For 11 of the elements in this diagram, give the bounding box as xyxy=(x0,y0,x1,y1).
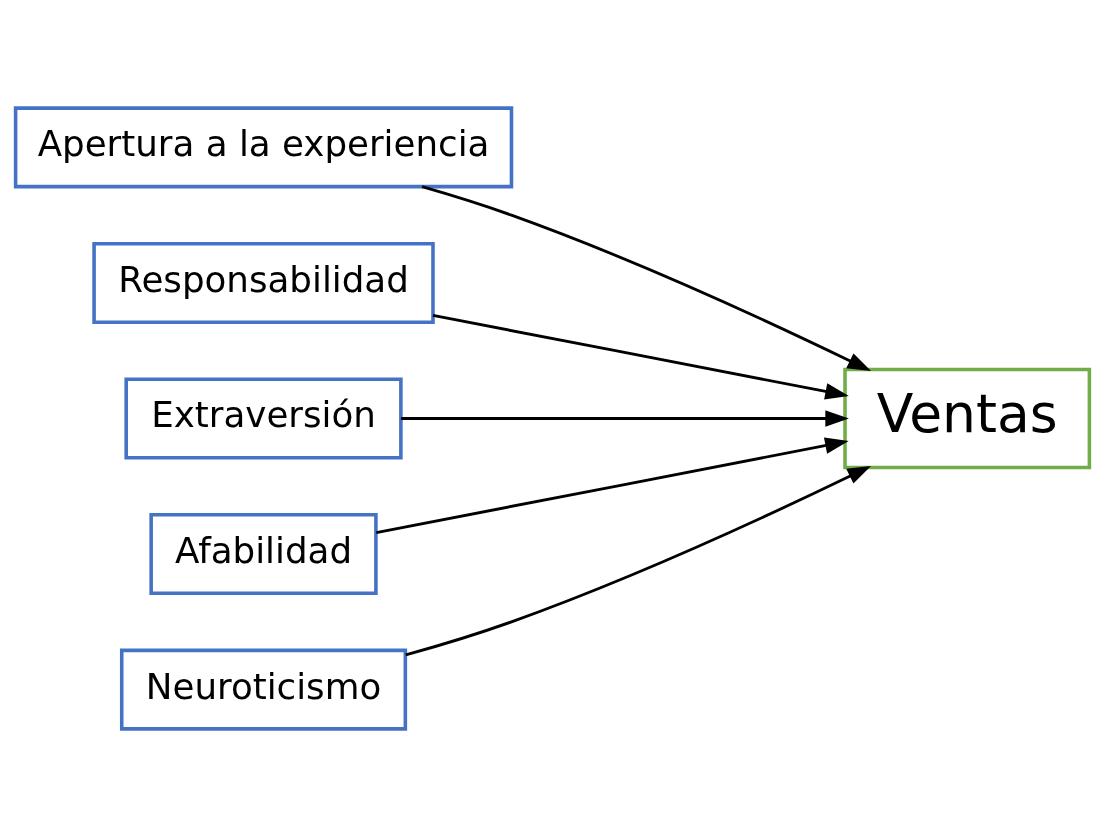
node-box: Afabilidad xyxy=(149,512,378,595)
arrow xyxy=(432,313,849,400)
node-box: Apertura a la experiencia xyxy=(13,105,514,188)
arrow xyxy=(401,409,849,427)
node-box: Extraversión xyxy=(124,376,403,460)
node-box: Neuroticismo xyxy=(119,648,408,731)
node-box: Ventas xyxy=(843,367,1092,469)
arrow xyxy=(375,437,849,534)
arrow xyxy=(421,184,872,371)
arrow xyxy=(405,465,872,656)
node-box: Responsabilidad xyxy=(92,241,435,324)
